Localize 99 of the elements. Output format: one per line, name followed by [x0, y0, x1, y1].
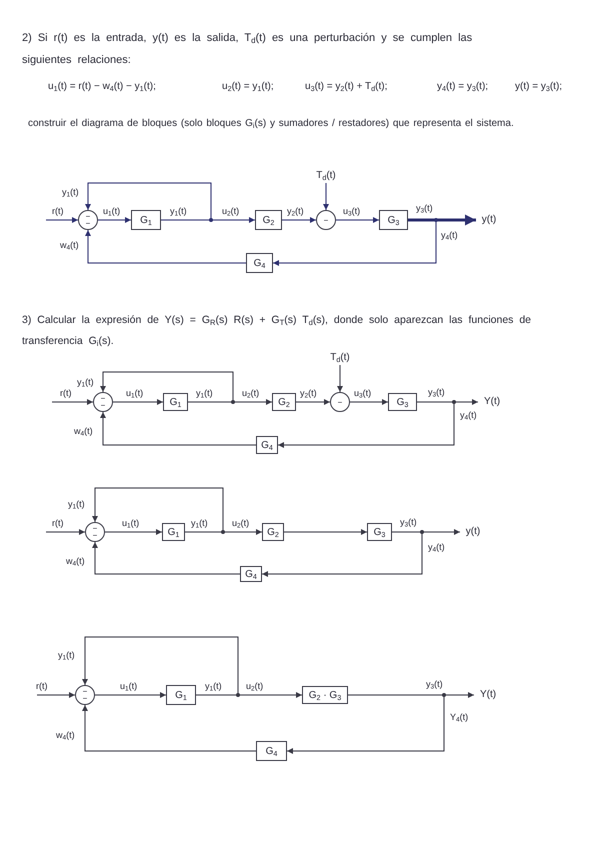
signal-arrow — [92, 488, 224, 532]
signal-arrow — [336, 217, 380, 223]
signal-arrow — [112, 399, 164, 405]
signal-label: w$_{4}$(t) — [60, 240, 79, 251]
signal-label: y$_{1}$(t) — [62, 187, 79, 198]
signal-label: y$_{2}$(t) — [287, 206, 304, 217]
signal-arrow — [408, 214, 476, 226]
signal-label: y$_{1}$(t) — [205, 681, 222, 692]
signal-label: u$_{1}$(t) — [120, 681, 138, 692]
signal-label: y$_{4}$(t) — [441, 230, 458, 241]
transfer-function-block: G$_{2}$ — [272, 393, 296, 411]
signal-label: u$_{2}$(t) — [232, 518, 250, 529]
transfer-function-block: G$_{3}$ — [379, 210, 408, 230]
summing-junction: − − — [75, 685, 95, 705]
equation: y$_{4}$(t) = y$_{3}$(t); — [437, 80, 488, 94]
signal-label: w$_{4}$(t) — [74, 426, 93, 437]
signal-label: y$_{1}$(t) — [191, 518, 208, 529]
signal-name: y(t) — [476, 213, 502, 227]
transfer-function-block: G$_{4}$ — [256, 436, 278, 454]
equation: u$_{2}$(t) = y$_{1}$(t); — [222, 80, 274, 94]
signal-arrow — [82, 704, 256, 752]
signal-arrow — [100, 412, 256, 446]
summing-junction: − − — [85, 522, 105, 542]
signal-label: u$_{2}$(t) — [246, 681, 264, 692]
signal-arrow — [104, 529, 162, 535]
transfer-function-block: G$_{1}$ — [163, 393, 188, 411]
signal-label: y$_{4}$(t) — [428, 542, 445, 553]
signal-label: u$_{3}$(t) — [343, 206, 360, 217]
signal-label: y$_{3}$(t) — [426, 679, 443, 690]
signal-label: y$_{1}$(t) — [77, 377, 94, 388]
signal-label: r(t) — [52, 206, 64, 217]
transfer-function-block: G$_{4}$ — [256, 741, 287, 761]
question-text: 3) Calcular la expresión de Y(s) = G$_{R}$(s) R(s) + G$_{T}$(s) T$_{d}$(s), donde solo aparezcan las funciones de transferencia G$_{i}$(s). — [22, 313, 532, 350]
signal-label: y$_{1}$(t) — [68, 499, 85, 510]
signal-arrow — [52, 399, 94, 405]
transfer-function-block: G$_{3}$ — [367, 523, 392, 541]
summing-junction: − − — [78, 210, 98, 230]
transfer-function-block: G$_{4}$ — [240, 566, 262, 582]
signal-name: T$_{d}$(t) — [310, 169, 342, 183]
signal-label: Y$_{4}$(t) — [450, 712, 468, 723]
signal-label: y$_{4}$(t) — [460, 410, 477, 421]
signal-arrow — [82, 636, 238, 696]
signal-label: y$_{3}$(t) — [400, 517, 417, 528]
signal-label: w$_{4}$(t) — [66, 556, 85, 567]
signal-label: r(t) — [52, 518, 64, 529]
signal-label: y$_{1}$(t) — [196, 388, 213, 399]
signal-arrow — [262, 532, 422, 577]
signal-label: y$_{2}$(t) — [300, 388, 317, 399]
signal-arrow — [278, 402, 454, 448]
equation: y(t) = y$_{3}$(t); — [515, 80, 562, 94]
signal-arrow — [296, 399, 330, 405]
signal-arrow — [284, 529, 368, 535]
signal-name: T$_{d}$(t) — [325, 351, 355, 365]
signal-label: u$_{1}$(t) — [103, 206, 120, 217]
signal-label: u$_{2}$(t) — [242, 388, 260, 399]
question-text: construir el diagrama de bloques (solo bloques G$_{i}$(s) y sumadores / restadores) que representa el sistema. — [28, 117, 515, 132]
signal-arrow — [46, 529, 86, 535]
signal-label: u$_{1}$(t) — [126, 388, 144, 399]
signal-label: y$_{3}$(t) — [428, 387, 445, 398]
transfer-function-block: G$_{2}$ — [262, 523, 284, 541]
transfer-function-block: G$_{2}$ — [255, 210, 282, 230]
transfer-function-block: G$_{1}$ — [131, 210, 161, 230]
summing-junction: − — [316, 210, 336, 230]
signal-label: r(t) — [36, 681, 48, 692]
signal-arrow — [85, 182, 212, 220]
transfer-function-block: G$_{1}$ — [166, 685, 196, 705]
signal-label: w$_{4}$(t) — [56, 730, 75, 741]
signal-label: r(t) — [60, 388, 72, 399]
signal-name: Y(t) — [478, 395, 506, 409]
signal-arrow — [323, 182, 329, 210]
transfer-function-block: G$_{4}$ — [246, 253, 273, 273]
signal-arrow — [272, 220, 436, 266]
signal-label: u$_{2}$(t) — [222, 206, 240, 217]
summing-junction: − — [330, 392, 350, 412]
signal-name: y(t) — [460, 525, 486, 539]
signal-arrow — [100, 372, 234, 402]
signal-arrow — [282, 217, 316, 223]
equation: u$_{3}$(t) = y$_{2}$(t) + T$_{d}$(t); — [305, 80, 388, 94]
equation: u$_{1}$(t) = r(t) − w$_{4}$(t) − y$_{1}$(t); — [48, 80, 156, 94]
signal-arrow — [46, 217, 78, 223]
question-text: 2) Si r(t) es la entrada, y(t) es la salida, T$_{d}$(t) es una perturbación y se cumplen las siguientes relaciones: — [22, 31, 474, 68]
signal-label: u$_{3}$(t) — [354, 388, 372, 399]
signal-label: y$_{3}$(t) — [416, 203, 433, 214]
signal-arrow — [98, 217, 132, 223]
signal-name: Y(t) — [474, 688, 502, 702]
signal-arrow — [36, 692, 76, 698]
transfer-function-block: G$_{2}$ · G$_{3}$ — [302, 686, 348, 704]
transfer-function-block: G$_{3}$ — [388, 393, 417, 411]
signal-arrow — [337, 364, 343, 392]
signal-label: u$_{1}$(t) — [122, 518, 140, 529]
transfer-function-block: G$_{1}$ — [162, 523, 185, 541]
signal-arrow — [92, 542, 240, 574]
signal-arrow — [286, 694, 444, 754]
signal-arrow — [94, 692, 166, 698]
signal-arrow — [85, 230, 246, 264]
signal-label: y$_{1}$(t) — [170, 206, 187, 217]
signal-arrow — [350, 399, 388, 405]
signal-label: y$_{1}$(t) — [58, 650, 75, 661]
summing-junction: − − — [93, 392, 113, 412]
